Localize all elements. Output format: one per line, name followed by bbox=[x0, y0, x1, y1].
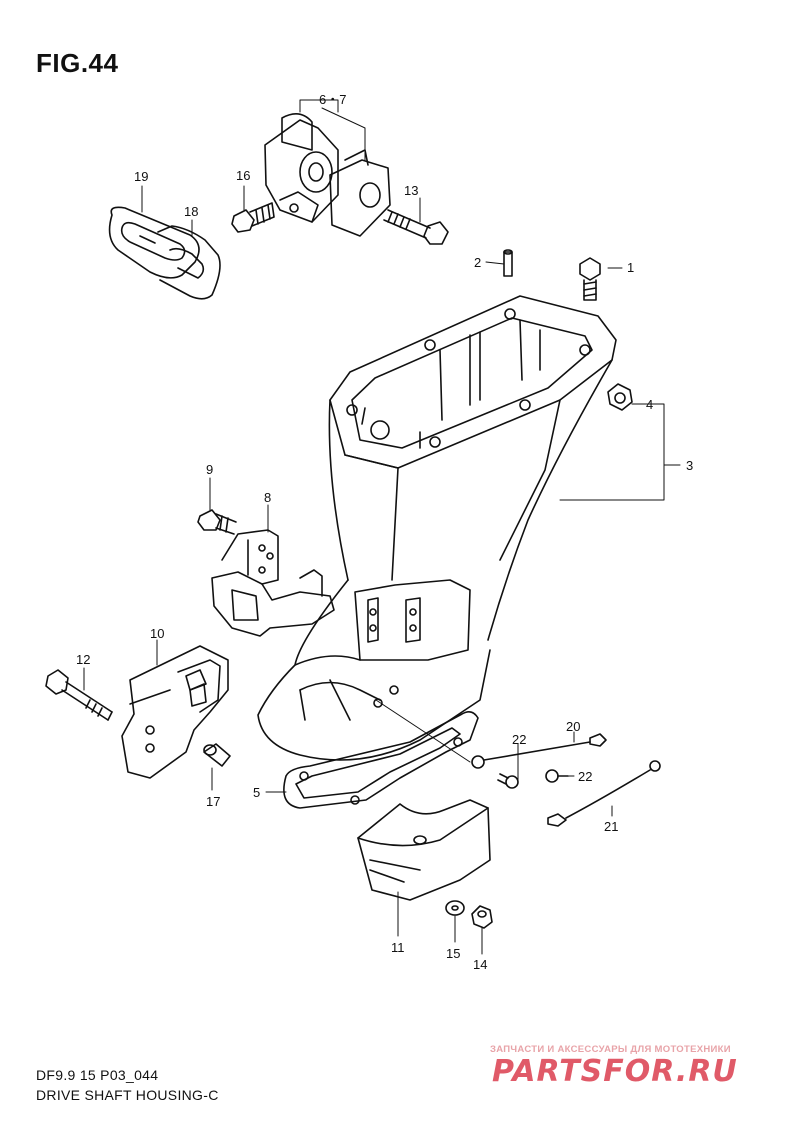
part-gasket-5 bbox=[283, 710, 479, 809]
callout-2: 2 bbox=[474, 255, 481, 270]
part-grommet-18 bbox=[157, 225, 221, 300]
callout-4: 4 bbox=[646, 397, 653, 412]
part-nut-14 bbox=[471, 905, 493, 929]
part-ground-wire-20 bbox=[471, 733, 607, 769]
part-grommet-19 bbox=[108, 206, 200, 279]
part-pin-17 bbox=[203, 743, 231, 767]
callout-17: 17 bbox=[206, 794, 220, 809]
leader-lines bbox=[83, 99, 681, 955]
part-screw-22b bbox=[545, 769, 569, 783]
callout-13: 13 bbox=[404, 183, 418, 198]
part-plug-4 bbox=[607, 383, 633, 411]
part-drive-shaft-housing-3 bbox=[257, 295, 617, 761]
part-upper-mount-6-7 bbox=[264, 113, 391, 237]
part-bolt-9 bbox=[197, 509, 237, 535]
part-cover-11 bbox=[357, 799, 491, 901]
part-bolt-16 bbox=[231, 202, 275, 233]
callout-10: 10 bbox=[150, 626, 164, 641]
part-bolt-12 bbox=[45, 669, 113, 721]
section-name: DRIVE SHAFT HOUSING-C bbox=[36, 1087, 219, 1103]
model-code: DF9.9 15 P03_044 bbox=[36, 1067, 159, 1083]
callout-21: 21 bbox=[604, 819, 618, 834]
callout-16: 16 bbox=[236, 168, 250, 183]
callout-19: 19 bbox=[134, 169, 148, 184]
part-lower-mount-10 bbox=[121, 645, 229, 779]
part-dowel-pin-2 bbox=[503, 249, 513, 277]
part-washer-15 bbox=[445, 900, 465, 916]
part-ground-wire-21 bbox=[547, 760, 661, 827]
callout-15: 15 bbox=[446, 946, 460, 961]
callout-8: 8 bbox=[264, 490, 271, 505]
callout-1: 1 bbox=[627, 260, 634, 275]
callout-20: 20 bbox=[566, 719, 580, 734]
watermark-tagline: ЗАПЧАСТИ И АКСЕССУАРЫ ДЛЯ МОТОТЕХНИКИ bbox=[490, 1044, 731, 1055]
callout-9: 9 bbox=[206, 462, 213, 477]
callout-12: 12 bbox=[76, 652, 90, 667]
figure-title: FIG.44 bbox=[36, 48, 119, 78]
callout-labels: 6・7 16 13 19 18 2 1 4 3 9 8 10 12 17 5 2… bbox=[76, 92, 693, 972]
callout-22-b: 22 bbox=[578, 769, 592, 784]
callout-22-a: 22 bbox=[512, 732, 526, 747]
part-screw-22a bbox=[497, 773, 519, 789]
part-bolt-1 bbox=[579, 257, 601, 301]
part-bolt-13 bbox=[383, 209, 449, 245]
callout-18: 18 bbox=[184, 204, 198, 219]
callout-5: 5 bbox=[253, 785, 260, 800]
callout-11: 11 bbox=[391, 940, 405, 955]
callout-3: 3 bbox=[686, 458, 693, 473]
watermark-logo: PARTSFOR.RU bbox=[492, 1054, 738, 1089]
part-bracket-8 bbox=[211, 529, 335, 637]
callout-6-7: 6・7 bbox=[319, 92, 346, 107]
callout-14: 14 bbox=[473, 957, 487, 972]
